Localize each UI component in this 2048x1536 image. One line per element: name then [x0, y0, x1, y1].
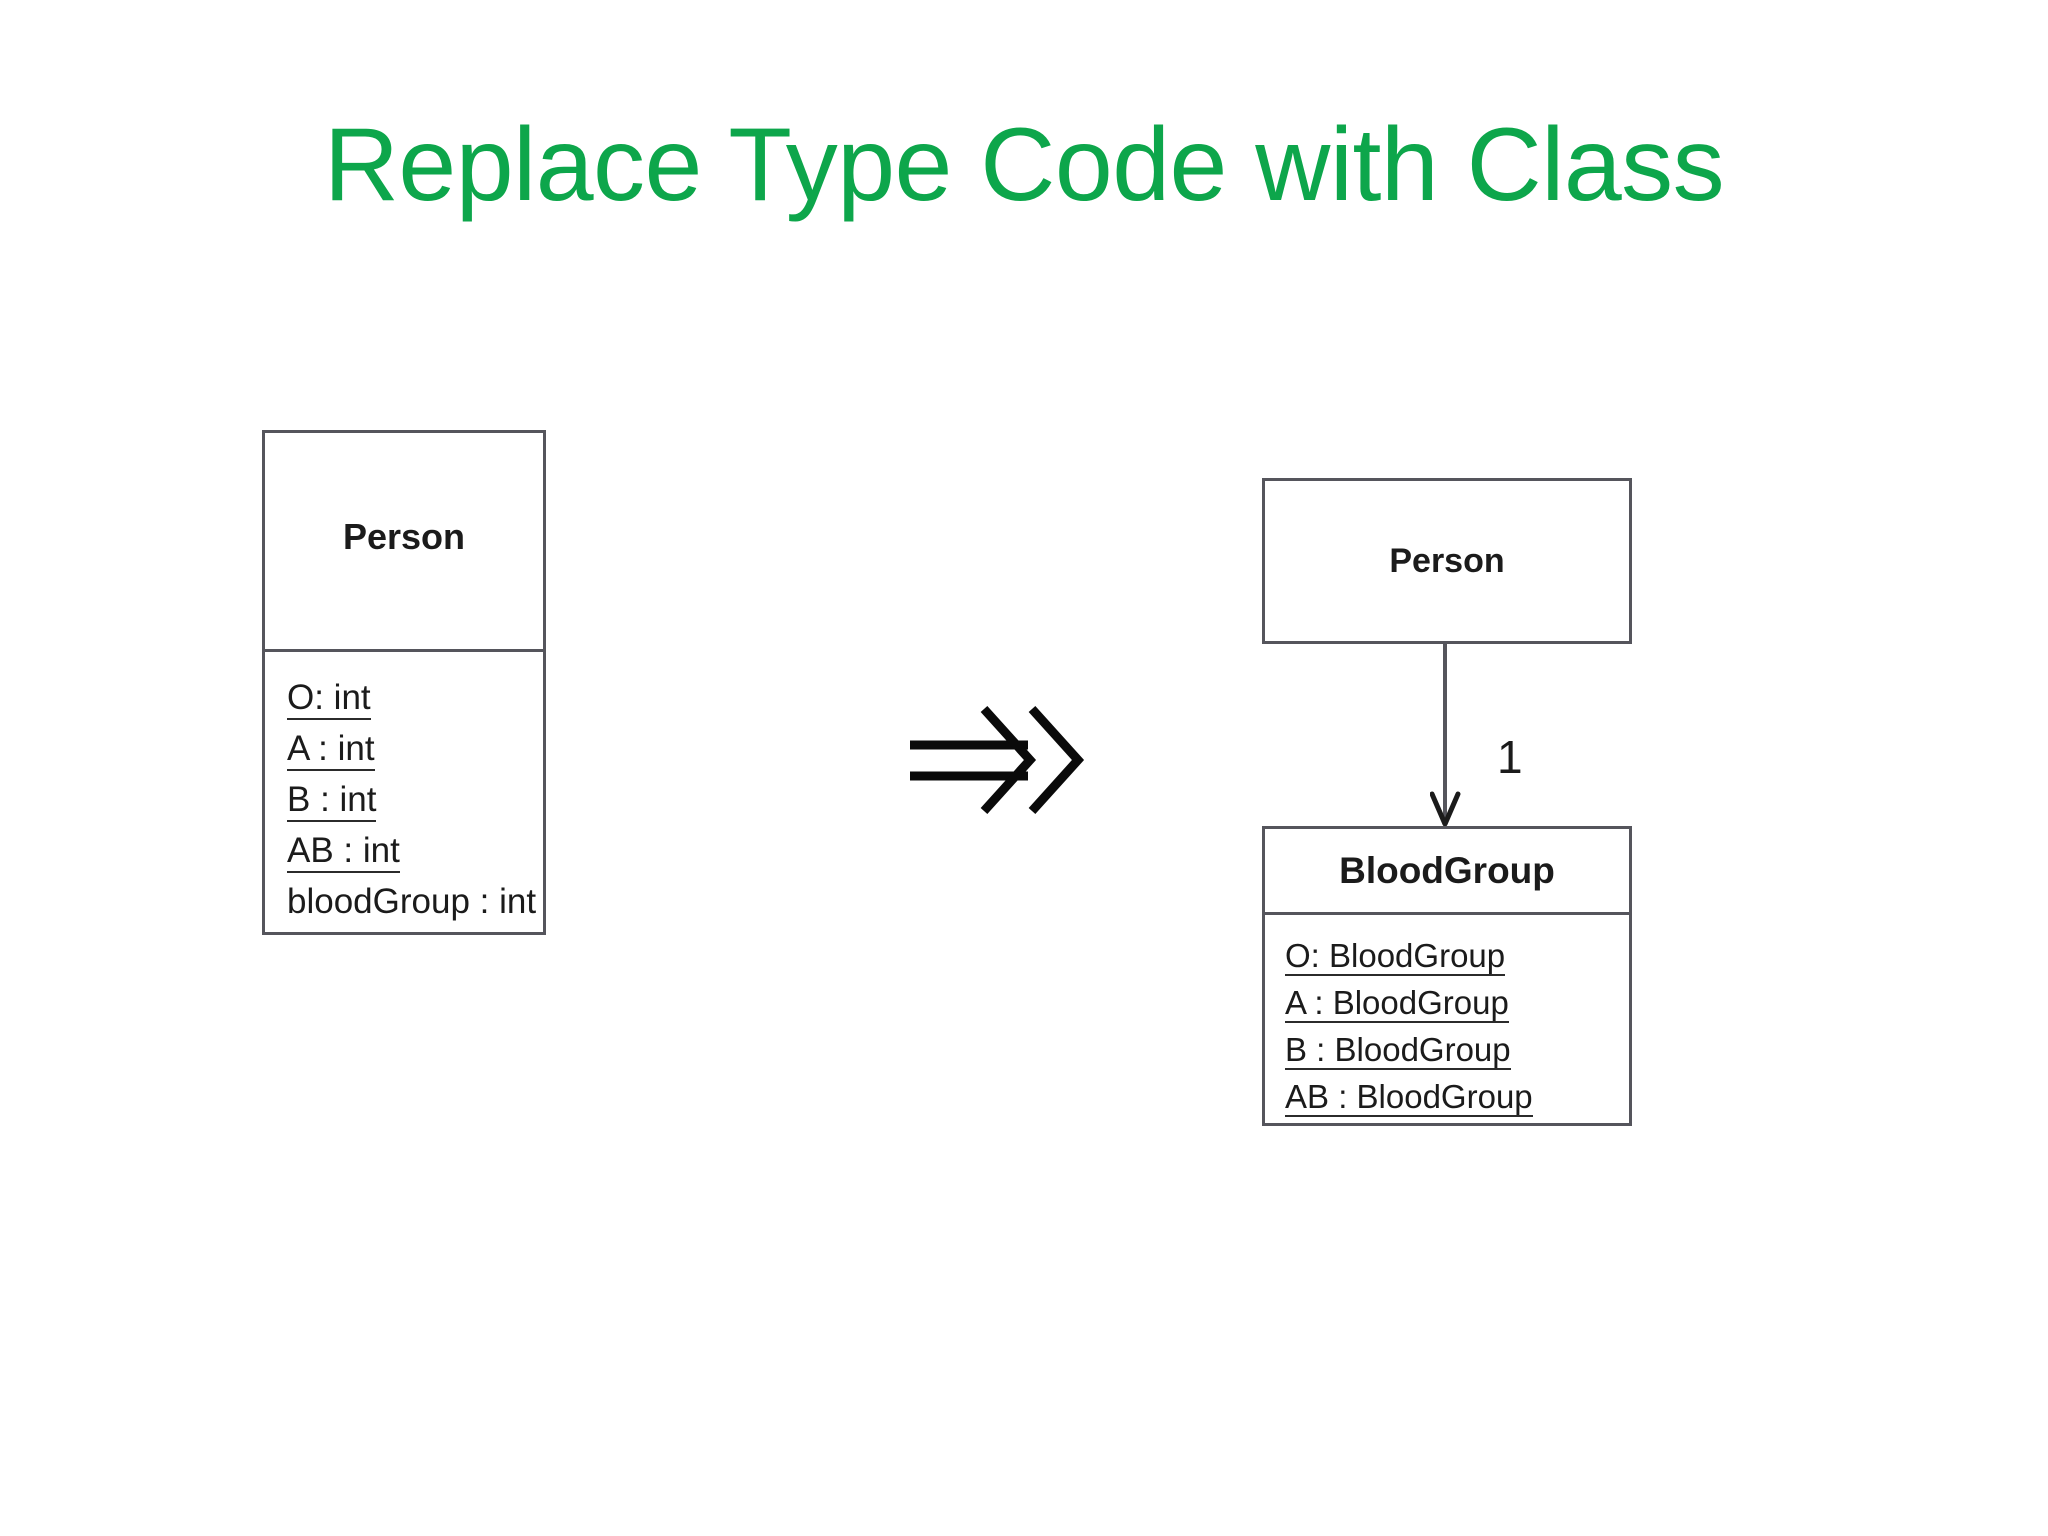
page-title: Replace Type Code with Class	[323, 107, 1725, 223]
uml-class-name-person-before: Person	[265, 433, 543, 652]
uml-attribute: A : BloodGroup	[1285, 984, 1509, 1023]
uml-attribute: B : BloodGroup	[1285, 1031, 1511, 1070]
association-arrow-icon	[1429, 644, 1490, 830]
association-multiplicity-label: 1	[1497, 731, 1523, 783]
uml-attribute: B : int	[287, 780, 377, 822]
uml-class-name-person-after: Person	[1389, 541, 1505, 580]
uml-attribute: AB : BloodGroup	[1285, 1078, 1533, 1117]
uml-attribute: bloodGroup : int	[287, 882, 537, 921]
uml-class-bloodgroup: BloodGroup O: BloodGroup A : BloodGroup …	[1262, 826, 1632, 1126]
uml-attribute: A : int	[287, 729, 375, 771]
uml-class-person-after: Person	[1262, 478, 1632, 644]
uml-attribute-list-person-before: O: int A : int B : int AB : int bloodGro…	[265, 652, 543, 922]
uml-attribute: O: int	[287, 678, 371, 720]
uml-attribute-list-bloodgroup: O: BloodGroup A : BloodGroup B : BloodGr…	[1265, 915, 1629, 1117]
double-chevron-right-arrow-icon	[900, 700, 1090, 820]
uml-attribute: O: BloodGroup	[1285, 937, 1506, 976]
uml-attribute: AB : int	[287, 831, 400, 873]
uml-class-person-before: Person O: int A : int B : int AB : int b…	[262, 430, 546, 935]
uml-class-name-bloodgroup: BloodGroup	[1265, 829, 1629, 915]
